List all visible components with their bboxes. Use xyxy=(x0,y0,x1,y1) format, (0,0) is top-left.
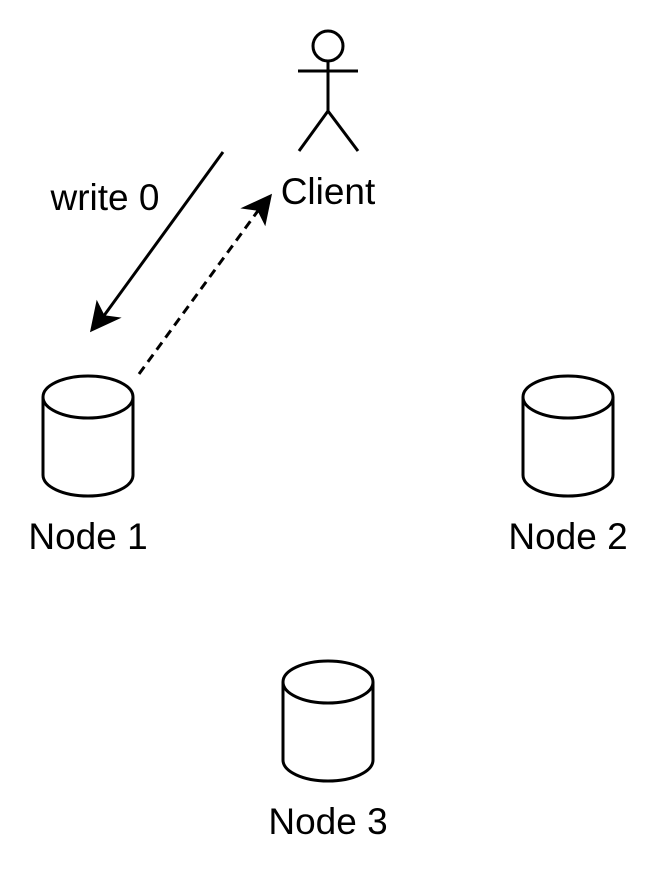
edge-response xyxy=(137,193,273,375)
write-arrow-line xyxy=(101,151,225,318)
write-arrowhead xyxy=(89,299,122,333)
client-actor: Client xyxy=(281,29,376,212)
stick-figure-icon xyxy=(297,29,360,152)
write-label: write 0 xyxy=(50,177,160,218)
node-1: Node 1 xyxy=(28,374,148,557)
node-2-label: Node 2 xyxy=(508,516,627,557)
node-3: Node 3 xyxy=(268,659,388,842)
node-3-label: Node 3 xyxy=(268,801,387,842)
database-icon xyxy=(521,374,615,498)
response-arrowhead xyxy=(240,193,273,227)
edge-write: write 0 xyxy=(50,151,225,333)
node-1-label: Node 1 xyxy=(28,516,147,557)
client-label: Client xyxy=(281,171,376,212)
node-2: Node 2 xyxy=(508,374,628,557)
response-arrow-line xyxy=(137,207,262,375)
database-icon xyxy=(281,659,375,783)
database-icon xyxy=(41,374,135,498)
